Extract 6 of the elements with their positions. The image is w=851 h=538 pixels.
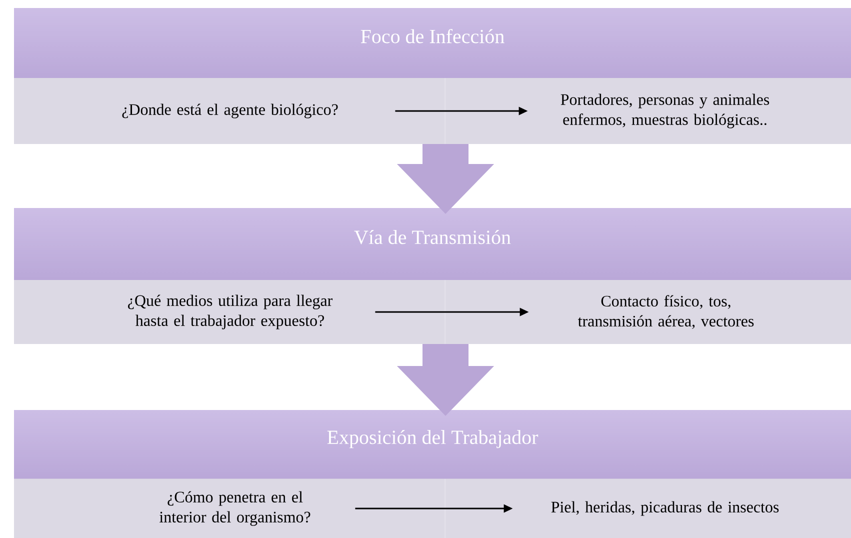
answer-text: Piel, heridas, picaduras de insectos	[551, 501, 779, 516]
question-text: ¿Donde está el agente biológico?	[122, 104, 338, 118]
answer-text: Contacto físico, tos, transmisión aérea, vectores	[578, 295, 754, 329]
question-text: ¿Cómo penetra en el interior del organismo?	[160, 491, 310, 526]
question-text: ¿Qué medios utiliza para llegar hasta el trabajador expuesto?	[128, 294, 333, 330]
answer-text: Portadores, personas y animales enfermos, muestras biológicas..	[560, 94, 770, 128]
